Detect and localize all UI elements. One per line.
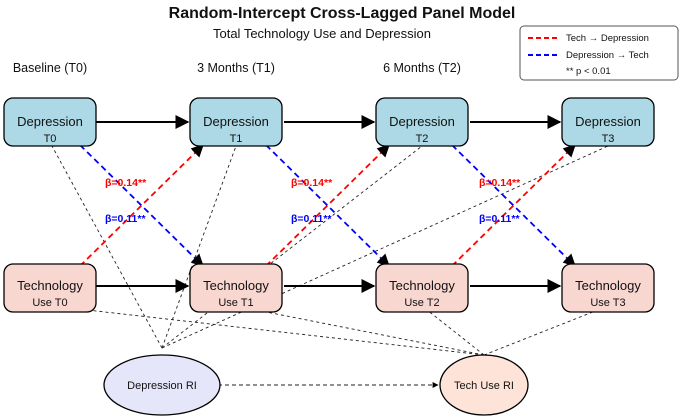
legend-tech-to-dep: Tech → Depression xyxy=(566,33,649,44)
depression-ri-node: Depression RI xyxy=(103,354,221,416)
beta-tech-to-dep-3: β=0.14** xyxy=(479,177,521,189)
depression-node-label: Depression xyxy=(203,114,269,129)
technology-node-time: Use T2 xyxy=(404,297,439,309)
time-label-t1: 3 Months (T1) xyxy=(197,61,275,75)
depression-ri-label: Depression RI xyxy=(127,380,197,392)
legend-note: ** p < 0.01 xyxy=(566,66,611,77)
beta-dep-to-tech-3: β=0.11** xyxy=(479,213,520,225)
depression-nodes: Depression T0 Depression T1 Depression T… xyxy=(3,97,655,147)
technology-node-time: Use T0 xyxy=(32,297,67,309)
depression-node-t0: Depression T0 xyxy=(3,97,97,147)
technology-nodes: Technology Use T0 Technology Use T1 Tech… xyxy=(3,263,655,313)
depression-node-time: T2 xyxy=(416,133,429,145)
technology-node-t1: Technology Use T1 xyxy=(189,263,283,313)
autoregressive-paths xyxy=(96,115,562,293)
technology-node-label: Technology xyxy=(389,278,455,293)
time-label-t2: 6 Months (T2) xyxy=(383,61,461,75)
technology-node-t3: Technology Use T3 xyxy=(561,263,655,313)
legend-dep-to-tech: Depression → Tech xyxy=(566,50,649,61)
technology-node-t0: Technology Use T0 xyxy=(3,263,97,313)
depression-node-time: T0 xyxy=(44,133,57,145)
depression-node-label: Depression xyxy=(17,114,83,129)
technology-node-label: Technology xyxy=(203,278,269,293)
depression-node-t1: Depression T1 xyxy=(189,97,283,147)
cross-lag-dep-to-tech xyxy=(79,144,576,267)
cross-lag-tech-to-dep xyxy=(79,144,576,267)
technology-node-time: Use T1 xyxy=(218,297,253,309)
technology-node-label: Technology xyxy=(575,278,641,293)
technology-node-time: Use T3 xyxy=(590,297,625,309)
depression-node-label: Depression xyxy=(389,114,455,129)
beta-tech-to-dep-2: β=0.14** xyxy=(291,177,333,189)
coefficients: β=0.14** β=0.14** β=0.14** β=0.11** β=0.… xyxy=(105,177,521,225)
depression-node-t2: Depression T2 xyxy=(375,97,469,147)
beta-dep-to-tech-2: β=0.11** xyxy=(291,213,332,225)
beta-dep-to-tech-1: β=0.11** xyxy=(105,213,146,225)
depression-node-t3: Depression T3 xyxy=(561,97,655,147)
tech-ri-label: Tech Use RI xyxy=(454,380,514,392)
technology-node-label: Technology xyxy=(17,278,83,293)
diagram-title: Random-Intercept Cross-Lagged Panel Mode… xyxy=(169,5,516,22)
depression-node-time: T1 xyxy=(230,133,243,145)
time-label-t0: Baseline (T0) xyxy=(13,61,87,75)
depression-node-label: Depression xyxy=(575,114,641,129)
ri-loadings xyxy=(51,145,609,356)
depression-node-time: T3 xyxy=(602,133,615,145)
tech-ri-node: Tech Use RI xyxy=(439,354,529,416)
technology-node-t2: Technology Use T2 xyxy=(375,263,469,313)
diagram-subtitle: Total Technology Use and Depression xyxy=(213,26,431,41)
legend: Tech → Depression Depression → Tech ** p… xyxy=(519,25,679,81)
beta-tech-to-dep-1: β=0.14** xyxy=(105,177,147,189)
